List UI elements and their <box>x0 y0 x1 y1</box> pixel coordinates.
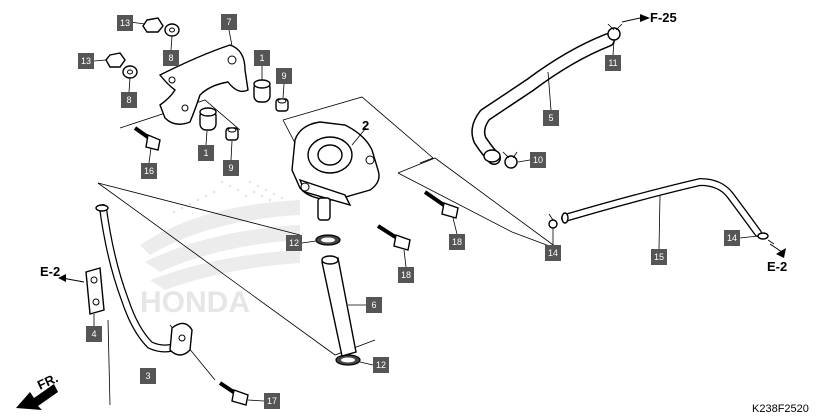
callout-9-bottom[interactable]: 9 <box>223 160 239 176</box>
svg-text:15: 15 <box>654 252 664 262</box>
svg-text:4: 4 <box>91 329 96 339</box>
callout-13-top[interactable]: 13 <box>117 15 133 31</box>
bracket-part-7 <box>158 44 249 125</box>
washer-8-left <box>122 65 138 79</box>
svg-text:14: 14 <box>548 248 558 258</box>
callout-leaders <box>93 29 759 402</box>
svg-text:5: 5 <box>548 113 553 123</box>
arrow-front <box>16 384 58 410</box>
svg-text:18: 18 <box>401 270 411 280</box>
ref-label-e2-right: E-2 <box>767 259 787 274</box>
svg-text:7: 7 <box>226 17 231 27</box>
honda-watermark: HONDA <box>140 200 300 319</box>
brand-watermark-text: HONDA <box>140 286 250 319</box>
part-label-2: 2 <box>362 118 369 133</box>
svg-text:14: 14 <box>727 233 737 243</box>
svg-text:3: 3 <box>145 371 150 381</box>
hose-part-5 <box>471 33 615 165</box>
collar-9-top <box>275 98 289 112</box>
svg-text:9: 9 <box>281 71 286 81</box>
grommet-1-top <box>253 79 271 103</box>
diagram-code: K238F2520 <box>752 403 809 415</box>
svg-text:12: 12 <box>289 238 299 248</box>
svg-text:16: 16 <box>144 166 154 176</box>
ref-label-f25: F-25 <box>650 10 677 25</box>
svg-text:10: 10 <box>533 155 543 165</box>
plate-part-4 <box>85 267 105 315</box>
clip-14-right <box>757 232 775 245</box>
svg-text:1: 1 <box>203 148 208 158</box>
svg-text:8: 8 <box>126 95 131 105</box>
dot-texture <box>172 180 284 214</box>
callout-10[interactable]: 10 <box>530 152 546 168</box>
svg-text:13: 13 <box>81 56 91 66</box>
callout-5[interactable]: 5 <box>543 110 559 126</box>
callout-7[interactable]: 7 <box>221 14 237 30</box>
callout-1-top[interactable]: 1 <box>254 50 270 66</box>
svg-text:17: 17 <box>267 396 277 406</box>
svg-text:6: 6 <box>371 300 376 310</box>
svg-text:1: 1 <box>259 53 264 63</box>
collar-9-bottom <box>225 127 239 141</box>
callout-6[interactable]: 6 <box>366 297 382 313</box>
callout-16[interactable]: 16 <box>141 163 157 179</box>
svg-text:11: 11 <box>608 58 617 68</box>
callout-8-left[interactable]: 8 <box>121 92 137 108</box>
ref-label-e2-left: E-2 <box>40 264 60 279</box>
pipe-part-3 <box>95 204 193 356</box>
valve-part-2 <box>291 121 380 221</box>
arrow-e2-left <box>58 274 85 283</box>
arrow-f25 <box>621 14 650 23</box>
bolt-17 <box>218 381 249 406</box>
clip-11 <box>607 23 623 41</box>
bolt-18-right <box>423 190 459 219</box>
clamp-12-top <box>315 234 341 246</box>
svg-text:9: 9 <box>228 163 233 173</box>
callout-17[interactable]: 17 <box>264 393 280 409</box>
callout-12-top[interactable]: 12 <box>286 235 302 251</box>
callout-14-right[interactable]: 14 <box>724 230 740 246</box>
callout-11[interactable]: 11 <box>605 55 621 71</box>
hose-part-15 <box>561 178 762 237</box>
grommet-1-bottom <box>199 107 217 131</box>
svg-text:13: 13 <box>120 18 130 28</box>
callout-18-left[interactable]: 18 <box>398 267 414 283</box>
callout-9-top[interactable]: 9 <box>276 68 292 84</box>
guide-lines <box>97 96 561 406</box>
svg-text:8: 8 <box>168 53 173 63</box>
clip-14-left <box>548 213 558 229</box>
callout-18-right[interactable]: 18 <box>449 234 465 250</box>
nut-13-left <box>105 52 126 68</box>
callout-15[interactable]: 15 <box>651 249 667 265</box>
svg-text:18: 18 <box>452 237 462 247</box>
bolt-16 <box>133 126 161 151</box>
callout-1-bottom[interactable]: 1 <box>198 145 214 161</box>
callout-8-top[interactable]: 8 <box>163 50 179 66</box>
svg-text:12: 12 <box>376 360 386 370</box>
nut-13-top <box>129 17 164 33</box>
callout-3[interactable]: 3 <box>140 368 156 384</box>
clip-10 <box>502 151 518 169</box>
washer-8-top <box>164 23 180 37</box>
hose-part-6 <box>321 255 357 357</box>
callout-13-left[interactable]: 13 <box>78 53 94 69</box>
clamp-12-bottom <box>335 354 361 366</box>
callout-14-left[interactable]: 14 <box>545 245 561 261</box>
bolt-18-left <box>376 224 411 251</box>
callout-12-bottom[interactable]: 12 <box>373 357 389 373</box>
arrow-e2-right <box>769 243 786 258</box>
callout-4[interactable]: 4 <box>86 326 102 342</box>
